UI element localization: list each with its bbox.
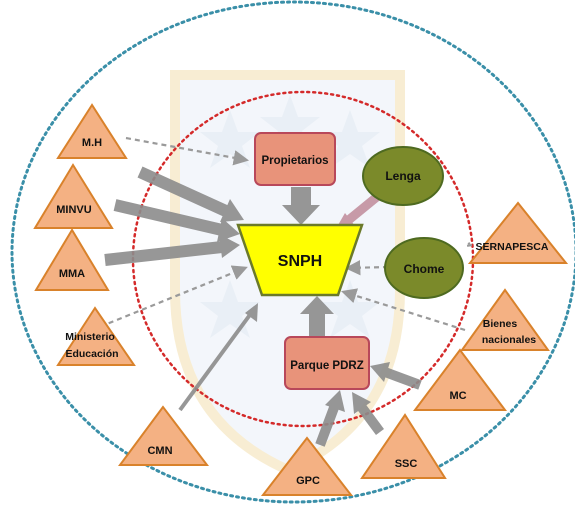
lenga-label: Lenga xyxy=(385,169,421,183)
actor-minvu: MINVU xyxy=(33,163,114,229)
actor-gpc-label: GPC xyxy=(296,475,320,487)
actor-mc-label: MC xyxy=(449,390,466,402)
actor-bienes-label-1: Bienes xyxy=(483,318,518,330)
propietarios-label: Propietarios xyxy=(261,155,328,167)
actor-mc: MC xyxy=(413,348,507,411)
snph-label: SNPH xyxy=(278,253,322,270)
dashed-arrow-mh-to-propietarios xyxy=(125,136,250,166)
actor-sernapesca-label: SERNAPESCA xyxy=(476,241,549,253)
actor-sernapesca: SERNAPESCA xyxy=(467,201,569,264)
parque-pdrz-label: Parque PDRZ xyxy=(290,360,364,372)
actor-minvu-label: MINVU xyxy=(56,204,92,216)
dashed-arrow-sernapesca-to-chome xyxy=(465,243,473,248)
snph-node: SNPH xyxy=(236,223,364,297)
actor-mma: MMA xyxy=(34,228,110,291)
actor-ministerio-label-1: Ministerio xyxy=(65,331,115,343)
dashed-arrow-bienes-to-snph xyxy=(341,288,466,332)
parque-pdrz-node: Parque PDRZ xyxy=(284,336,370,390)
weak-influence-arrows xyxy=(91,136,473,332)
arrow-mh-to-snph xyxy=(137,166,244,222)
lenga-node: Lenga xyxy=(362,146,444,206)
actor-bienes-nacionales: Bienes nacionales xyxy=(460,288,550,351)
actor-mh: M.H xyxy=(56,103,128,159)
strong-influence-arrows xyxy=(104,166,422,447)
arrow-gpc-to-parque xyxy=(315,390,345,447)
dashed-arrow-chome-to-snph xyxy=(344,259,389,276)
dashed-arrow-min-edu-to-snph xyxy=(91,265,248,332)
arrow-mc-to-parque xyxy=(370,362,422,390)
arrow-ssc-to-parque xyxy=(352,392,385,435)
actor-ministerio-educacion: Ministerio Educación xyxy=(56,306,136,366)
chome-node: Chome xyxy=(384,237,464,299)
propietarios-node: Propietarios xyxy=(254,132,336,186)
actor-ministerio-label-2: Educación xyxy=(65,348,118,360)
actor-cmn-label: CMN xyxy=(147,445,172,457)
actor-ssc: SSC xyxy=(360,413,447,479)
arrow-cmn-to-snph xyxy=(178,303,258,412)
chome-label: Chome xyxy=(404,262,445,276)
actor-mh-label: M.H xyxy=(82,137,102,149)
actor-bienes-label-2: nacionales xyxy=(482,334,536,346)
actor-gpc: GPC xyxy=(260,436,354,496)
actor-ssc-label: SSC xyxy=(395,458,418,470)
arrow-propietarios-to-snph xyxy=(282,187,320,225)
actor-cmn: CMN xyxy=(118,405,210,466)
actor-mma-label: MMA xyxy=(59,268,85,280)
dashed-arrow-sernapesca xyxy=(467,242,471,245)
arrow-parque-to-snph xyxy=(300,296,334,337)
outer-boundary-ring xyxy=(10,0,575,504)
arrow-mma-to-snph xyxy=(104,234,240,266)
